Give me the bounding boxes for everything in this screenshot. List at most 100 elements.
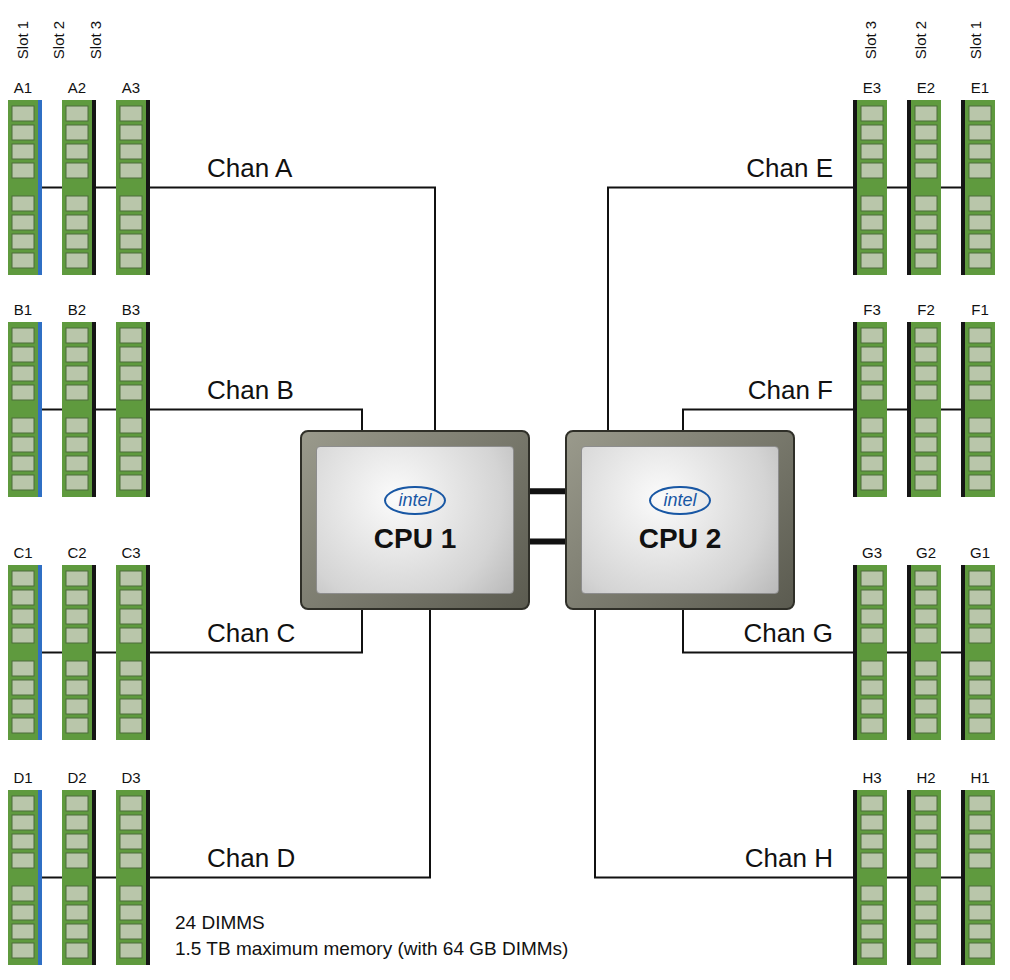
dimm-chips — [62, 100, 92, 275]
memory-chip — [915, 475, 937, 490]
dimm-label: H1 — [970, 769, 989, 786]
dimm-module: C2 — [62, 565, 96, 740]
memory-chip — [12, 347, 34, 362]
memory-chip — [969, 628, 991, 643]
memory-chip — [969, 437, 991, 452]
memory-chip — [915, 628, 937, 643]
memory-channel — [595, 610, 853, 878]
memory-chip — [969, 253, 991, 268]
memory-chip — [120, 680, 142, 695]
dimm-module: H3 — [853, 790, 887, 965]
dimm-label: A2 — [68, 79, 86, 96]
memory-chip — [861, 418, 883, 433]
memory-chip — [66, 385, 88, 400]
memory-chip — [969, 718, 991, 733]
dimm-module: E3 — [853, 100, 887, 275]
dimm-label: C3 — [121, 544, 140, 561]
dimm-module: A2 — [62, 100, 96, 275]
dimm-module: A1 — [8, 100, 42, 275]
memory-chip — [861, 680, 883, 695]
memory-chip — [969, 328, 991, 343]
memory-chip — [66, 661, 88, 676]
memory-chip — [120, 943, 142, 958]
memory-chip — [66, 234, 88, 249]
memory-chip — [915, 815, 937, 830]
dimm-module: G3 — [853, 565, 887, 740]
memory-chip — [66, 347, 88, 362]
memory-chip — [915, 347, 937, 362]
dimm-module: E2 — [907, 100, 941, 275]
dimm-label: G3 — [862, 544, 882, 561]
memory-chip — [12, 196, 34, 211]
memory-chip — [66, 699, 88, 714]
dimm-label: B3 — [122, 301, 140, 318]
memory-chip — [915, 253, 937, 268]
memory-chip — [120, 718, 142, 733]
memory-chip — [120, 328, 142, 343]
memory-chip — [12, 886, 34, 901]
memory-chip — [969, 475, 991, 490]
memory-chip — [66, 125, 88, 140]
memory-chip — [120, 253, 142, 268]
memory-chip — [969, 385, 991, 400]
memory-chip — [969, 886, 991, 901]
memory-chip — [915, 215, 937, 230]
memory-chip — [861, 366, 883, 381]
memory-chip — [861, 215, 883, 230]
memory-chip — [861, 834, 883, 849]
channel-label: Chan C — [205, 618, 297, 649]
dimm-chips — [8, 565, 38, 740]
memory-chip — [66, 328, 88, 343]
dimm-chips — [116, 790, 146, 965]
memory-chip — [12, 253, 34, 268]
memory-chip — [12, 609, 34, 624]
memory-chip — [12, 796, 34, 811]
memory-chip — [66, 475, 88, 490]
memory-chip — [969, 418, 991, 433]
memory-chip — [120, 234, 142, 249]
slot-header: Slot 3 — [87, 21, 104, 59]
channel-bus — [42, 187, 62, 189]
dimm-chips — [911, 790, 941, 965]
memory-chip — [861, 196, 883, 211]
memory-chip — [969, 834, 991, 849]
memory-chip — [969, 815, 991, 830]
memory-chip — [120, 215, 142, 230]
memory-chip — [66, 628, 88, 643]
channel-bus — [42, 877, 62, 879]
cpu-link — [530, 488, 565, 494]
channel-bus — [42, 652, 62, 654]
memory-chip — [66, 456, 88, 471]
channel-label: Chan G — [741, 618, 835, 649]
memory-chip — [861, 628, 883, 643]
channel-label: Chan A — [205, 153, 294, 184]
dimm-chips — [965, 790, 995, 965]
memory-chip — [969, 680, 991, 695]
channel-label: Chan E — [744, 153, 835, 184]
memory-chip — [915, 144, 937, 159]
dimm-module: F3 — [853, 322, 887, 497]
memory-chip — [861, 590, 883, 605]
memory-chip — [66, 590, 88, 605]
memory-chip — [969, 106, 991, 121]
memory-chip — [66, 196, 88, 211]
memory-chip — [861, 106, 883, 121]
memory-chip — [120, 815, 142, 830]
memory-chip — [915, 834, 937, 849]
memory-chip — [969, 163, 991, 178]
memory-chip — [861, 718, 883, 733]
memory-chip — [120, 456, 142, 471]
memory-chip — [12, 163, 34, 178]
memory-chip — [969, 699, 991, 714]
memory-chip — [915, 796, 937, 811]
memory-chip — [861, 815, 883, 830]
memory-chip — [915, 853, 937, 868]
dimm-chips — [116, 565, 146, 740]
dimm-label: F2 — [917, 301, 935, 318]
memory-chip — [12, 699, 34, 714]
dimm-label: D3 — [121, 769, 140, 786]
memory-chip — [120, 590, 142, 605]
memory-chip — [66, 924, 88, 939]
memory-chip — [12, 815, 34, 830]
memory-channel — [150, 610, 362, 653]
